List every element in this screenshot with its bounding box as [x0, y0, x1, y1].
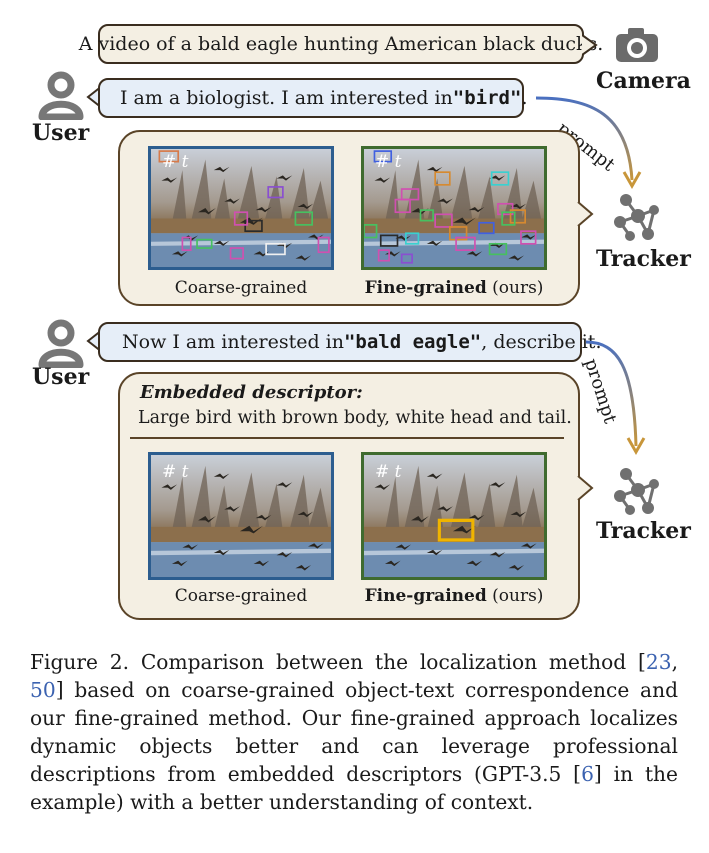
tracker-label: Tracker — [596, 246, 691, 272]
coarse-frame-image — [148, 452, 334, 580]
panel-pointer-right — [577, 201, 594, 227]
video-description-bubble: A video of a bald eagle hunting American… — [79, 24, 603, 64]
user-icon — [38, 71, 84, 120]
query-suffix: . — [521, 87, 528, 109]
caption-text: ] based on coarse-grained object-text co… — [30, 678, 678, 786]
fine-grained-bold: Fine-grained — [364, 278, 487, 298]
query-text: I am a biologist. I am interested in — [120, 87, 453, 109]
frame-index-label: # t — [375, 152, 402, 172]
user-label: User — [32, 364, 90, 390]
prompt-arrow — [585, 340, 646, 456]
descriptor-title: Embedded descriptor: — [140, 382, 363, 403]
query-text: Now I am interested in — [122, 331, 344, 353]
fine-grained-suffix: (ours) — [486, 278, 544, 298]
descriptor-text: Large bird with brown body, white head a… — [138, 408, 572, 428]
camera-label: Camera — [596, 68, 691, 94]
frame-index-label: # t — [162, 462, 189, 482]
frame-index-label: # t — [162, 152, 189, 172]
fine-grained-suffix: (ours) — [486, 586, 544, 606]
coarse-grained-label: Coarse-grained — [174, 278, 308, 298]
fine-grained-label: Fine-grained (ours) — [348, 586, 560, 606]
query-keyword: "bird" — [452, 87, 522, 109]
fine-frame-image — [361, 452, 547, 580]
video-description-text: A video of a bald eagle hunting American… — [78, 33, 604, 55]
tracker-network-icon — [614, 194, 659, 241]
coarse-grained-label: Coarse-grained — [174, 586, 308, 606]
fine-grained-label: Fine-grained (ours) — [348, 278, 560, 298]
prompt-arrow — [535, 96, 642, 190]
panel-pointer-right — [577, 475, 594, 501]
caption-separator: , — [671, 650, 678, 674]
query-suffix: , describe it. — [481, 331, 602, 353]
citation-link[interactable]: 50 — [30, 678, 56, 702]
frame-index-label: # t — [375, 462, 402, 482]
coarse-frame-image — [148, 146, 334, 270]
bubble-pointer-right — [582, 34, 598, 56]
user-query-bubble: I am a biologist. I am interested in "bi… — [98, 78, 528, 118]
fine-frame-image — [361, 146, 547, 270]
query-keyword: "bald eagle" — [343, 331, 482, 353]
descriptor-divider — [130, 437, 564, 439]
tracker-label: Tracker — [596, 518, 691, 544]
user-label: User — [32, 120, 90, 146]
caption-text: Figure 2. Comparison between the localiz… — [30, 650, 646, 674]
fine-grained-bold: Fine-grained — [364, 586, 487, 606]
caption-text: ] in the example) with a better understa… — [30, 762, 679, 814]
tracker-network-icon — [614, 468, 659, 515]
citation-link[interactable]: 23 — [645, 650, 672, 674]
citation-link[interactable]: 6 — [581, 762, 594, 786]
user-icon — [38, 319, 84, 368]
user-query-bubble: Now I am interested in "bald eagle" , de… — [98, 322, 601, 362]
camera-icon — [616, 28, 658, 62]
figure-caption: Figure 2. Comparison between the localiz… — [30, 648, 678, 816]
